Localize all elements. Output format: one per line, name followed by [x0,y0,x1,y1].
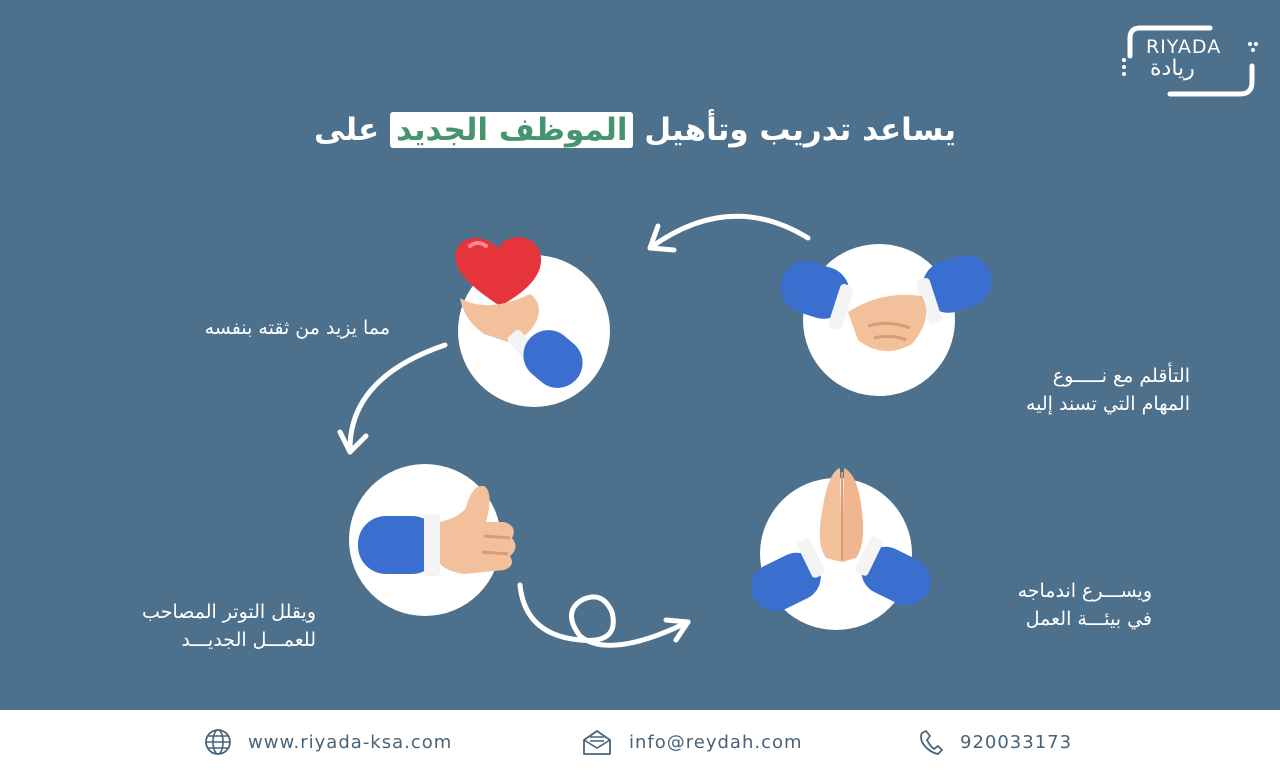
phone-contact[interactable]: 920033173 [918,728,1072,756]
logo-arabic-text: ريادة [1150,56,1195,81]
phone-icon [920,730,943,755]
email-contact[interactable]: info@reydah.com [581,728,803,756]
praying-hands-icon [751,468,931,612]
step-caption-thumbs: ويقلل التوتر المصاحب للعمـــل الجديـــد [142,598,316,654]
page-title: يساعد تدريب وتأهيل الموظف الجديد على [300,102,970,158]
phone-number[interactable]: 920033173 [960,731,1073,753]
envelope-icon [583,730,611,755]
arrow-bottom-loop [517,582,691,648]
heart-hand-icon [455,237,583,388]
caption-line: مما يزيد من ثقته بنفسه [204,317,390,339]
caption-line: ويقلل التوتر المصاحب [142,601,316,623]
website-contact[interactable]: www.riyada-ksa.com [204,728,452,756]
riyada-logo: RIYADA ريادة [1118,22,1260,100]
caption-line: ويســـرع اندماجه [1017,580,1152,602]
infographic-panel: RIYADA ريادة يساعد تدريب وتأهيل الموظف ا… [0,0,1280,710]
globe-icon [205,729,231,755]
step-caption-handshake: التأقلم مع نـــــوع المهام التي تسند إلي… [1026,362,1190,418]
logo-frame-icon [1122,25,1258,97]
contact-footer: www.riyada-ksa.com info@reydah.com 92003… [0,710,1280,772]
email-link[interactable]: info@reydah.com [629,731,803,753]
website-link[interactable]: www.riyada-ksa.com [248,731,453,753]
caption-line: للعمـــل الجديـــد [181,629,316,651]
flow-arrows [337,213,811,648]
step-caption-heart: مما يزيد من ثقته بنفسه [205,314,390,342]
arrow-left [337,342,448,455]
arrow-top [647,213,811,253]
handshake-icon [780,255,992,352]
caption-line: المهام التي تسند إليه [1025,393,1190,415]
title-after: على [314,112,390,148]
caption-line: في بيئـــة العمل [1025,608,1152,630]
caption-line: التأقلم مع نـــــوع [1052,365,1190,387]
title-highlight: الموظف الجديد [390,112,634,148]
thumbs-up-icon [358,485,516,576]
title-before: يساعد تدريب وتأهيل [633,112,956,148]
logo-latin-text: RIYADA [1146,36,1222,58]
step-caption-praying: ويســـرع اندماجه في بيئـــة العمل [1018,577,1152,633]
